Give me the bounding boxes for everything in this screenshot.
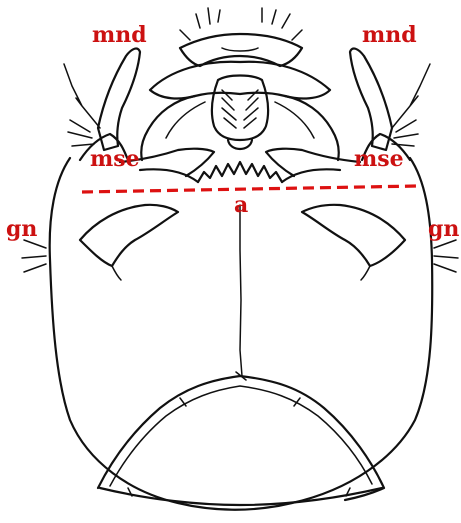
arch-joints — [128, 372, 350, 496]
right-antenna — [392, 64, 430, 128]
left-lobe-tip — [112, 266, 121, 280]
right-maxilla-inner — [275, 102, 314, 138]
label-gn-right: gn — [428, 218, 459, 240]
left-antenna — [64, 64, 100, 128]
mouth-base-right — [282, 169, 340, 182]
label-mse-right: mse — [354, 148, 404, 170]
labium — [212, 76, 268, 141]
labium-hatching-left — [222, 90, 236, 128]
labium-chin — [228, 140, 252, 149]
right-mse-process — [266, 149, 360, 176]
occipital-arch-inner — [110, 386, 372, 486]
label-mnd-left: mnd — [92, 24, 147, 46]
right-lobe — [302, 205, 405, 266]
right-maxilla — [285, 96, 339, 160]
epicranial-suture — [240, 205, 242, 376]
left-maxilla — [141, 96, 195, 160]
labium-hatching-right — [244, 90, 258, 128]
top-bristles — [180, 8, 302, 40]
label-mnd-right: mnd — [362, 24, 417, 46]
left-lobe — [80, 205, 178, 266]
labrum — [150, 62, 330, 99]
measurement-line-a — [82, 186, 418, 192]
left-mandible — [98, 49, 140, 150]
label-a: a — [234, 194, 248, 216]
mouth-base-left — [140, 169, 198, 182]
right-mandible — [350, 49, 392, 150]
left-setae — [22, 120, 94, 272]
label-mse-left: mse — [90, 148, 140, 170]
label-gn-left: gn — [6, 218, 37, 240]
labrum-notch — [222, 48, 258, 51]
left-maxilla-inner — [166, 102, 205, 138]
serrated-ridge — [198, 162, 282, 182]
right-lobe-tip — [361, 266, 370, 280]
